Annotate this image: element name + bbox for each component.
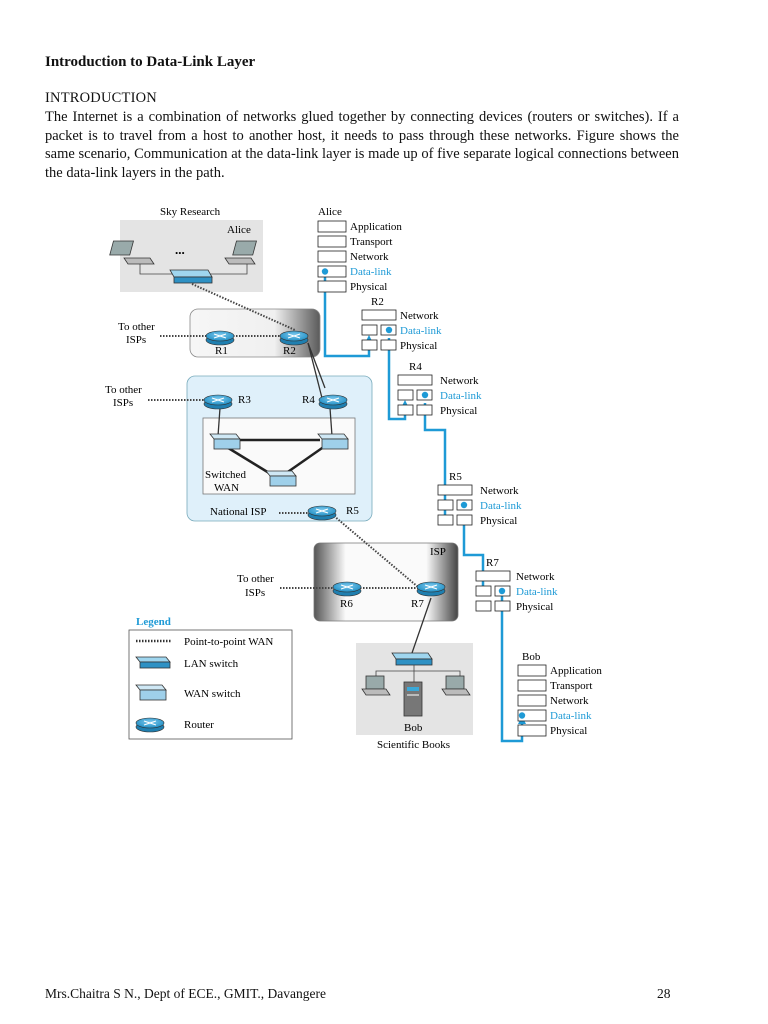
data-link-point-icon: [518, 712, 526, 719]
wan-switch-icon: [209, 433, 241, 450]
data-link-point-icon: [421, 391, 429, 399]
alice-layer-transport: Transport: [350, 236, 392, 248]
server-icon: [403, 681, 423, 717]
sky-research-label: Sky Research: [160, 206, 221, 218]
bob-stack-boxes: [517, 664, 547, 737]
alice-layer-physical: Physical: [350, 281, 387, 293]
laptop-icon: [109, 240, 155, 265]
point-to-point-wan-links: [148, 283, 419, 589]
data-link-point-icon: [460, 501, 468, 509]
alice-layer-network: Network: [350, 251, 389, 263]
bob-layer-network: Network: [550, 695, 589, 707]
legend-item-wan-switch: WAN switch: [184, 688, 241, 700]
router-icon: [307, 505, 337, 521]
lan-switch-legend-icon: [135, 656, 171, 669]
legend-title: Legend: [136, 616, 171, 628]
wan-label: WAN: [214, 482, 239, 494]
router-r1-label: R1: [215, 345, 228, 357]
r2-layer-network: Network: [400, 310, 439, 322]
router-r4-label: R4: [302, 394, 315, 406]
alice-layer-application: Application: [350, 221, 402, 233]
section-subheading: INTRODUCTION: [45, 90, 157, 106]
to-other-isps-label: To other: [237, 573, 274, 585]
page-heading: Introduction to Data-Link Layer: [45, 54, 256, 70]
alice-laptop-label: Alice: [227, 224, 251, 236]
router-r2-label: R2: [283, 345, 296, 357]
bob-layer-data-link: Data-link: [550, 710, 592, 722]
data-link-point-icon: [385, 326, 393, 334]
r4-layer-network: Network: [440, 375, 479, 387]
wan-switch-icon: [265, 470, 297, 487]
switched-label: Switched: [205, 469, 246, 481]
laptop-icon: [441, 675, 471, 696]
bob-server-label: Bob: [404, 722, 423, 734]
router-icon: [332, 581, 362, 597]
regional-isp-network: [313, 542, 459, 622]
wan-switch-icon: [317, 433, 349, 450]
bob-layer-application: Application: [550, 665, 602, 677]
national-isp-label: National ISP: [210, 506, 267, 518]
r7-layer-data-link: Data-link: [516, 586, 558, 598]
r7-stack-title: R7: [486, 557, 499, 569]
r5-layer-physical: Physical: [480, 515, 517, 527]
alice-stack-boxes: [317, 220, 347, 293]
footer-author: Mrs.Chaitra S N., Dept of ECE., GMIT., D…: [45, 986, 326, 1001]
isps-label: ISPs: [126, 334, 146, 346]
r5-layer-data-link: Data-link: [480, 500, 522, 512]
router-icon: [318, 394, 348, 410]
r7-layer-network: Network: [516, 571, 555, 583]
wan-switch-legend-icon: [135, 684, 167, 701]
router-r6-label: R6: [340, 598, 353, 610]
r4-layer-data-link: Data-link: [440, 390, 482, 402]
data-link-layer-figure: Sky Research Alice ...: [105, 206, 602, 751]
isps-label: ISPs: [113, 397, 133, 409]
router-r3-label: R3: [238, 394, 251, 406]
scientific-books-label: Scientific Books: [377, 739, 450, 751]
router-icon: [203, 394, 233, 410]
page-number: 28: [657, 986, 671, 1001]
r5-layer-network: Network: [480, 485, 519, 497]
r2-layer-physical: Physical: [400, 340, 437, 352]
r2-layer-data-link: Data-link: [400, 325, 442, 337]
ellipsis-label: ...: [175, 242, 185, 257]
lan-switch-icon: [391, 652, 433, 666]
router-r7-label: R7: [411, 598, 424, 610]
r2-stack-title: R2: [371, 296, 384, 308]
r4-layer-physical: Physical: [440, 405, 477, 417]
bob-layer-physical: Physical: [550, 725, 587, 737]
lan-switch-icon: [169, 269, 213, 284]
isp-label: ISP: [430, 546, 446, 558]
alice-layer-data-link: Data-link: [350, 266, 392, 278]
router-icon: [205, 330, 235, 346]
router-legend-icon: [135, 717, 165, 733]
router-icon: [416, 581, 446, 597]
laptop-icon: [224, 240, 257, 265]
alice-stack-title: Alice: [318, 206, 342, 218]
legend-item-router: Router: [184, 719, 214, 731]
to-other-isps-label: To other: [105, 384, 142, 396]
r4-stack-title: R4: [409, 361, 422, 373]
r5-stack-title: R5: [449, 471, 462, 483]
router-r5-label: R5: [346, 505, 359, 517]
isps-label: ISPs: [245, 587, 265, 599]
intro-paragraph: The Internet is a combination of network…: [45, 109, 679, 181]
legend-item-lan-switch: LAN switch: [184, 658, 239, 670]
bob-layer-transport: Transport: [550, 680, 592, 692]
router-icon: [279, 330, 309, 346]
data-link-point-icon: [321, 268, 329, 275]
r7-layer-physical: Physical: [516, 601, 553, 613]
legend-item-point-to-point: Point-to-point WAN: [184, 636, 273, 648]
data-link-point-icon: [498, 587, 506, 595]
laptop-icon: [361, 675, 391, 696]
bob-stack-title: Bob: [522, 651, 541, 663]
solid-links: [217, 342, 432, 654]
to-other-isps-label: To other: [118, 321, 155, 333]
